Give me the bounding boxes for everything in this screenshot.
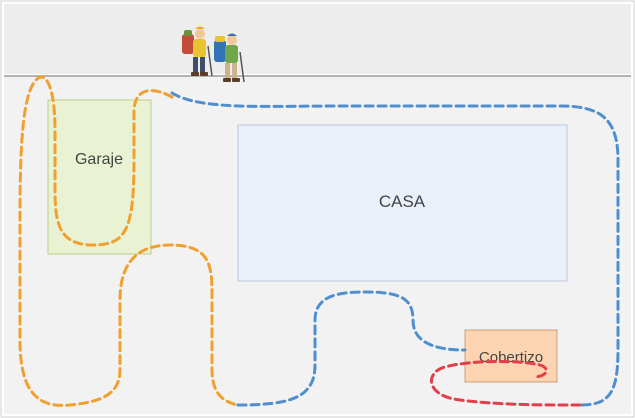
blue-route [170, 91, 620, 407]
hiker-2-icon [214, 33, 245, 83]
orange-route [18, 75, 240, 407]
hikers-icon [182, 26, 245, 83]
garage-label: Garaje [75, 151, 123, 168]
blue-route-inner [236, 290, 467, 407]
garage: Garaje [47, 99, 152, 255]
red-route [430, 360, 582, 407]
house-label: CASA [379, 192, 426, 211]
street [4, 4, 631, 74]
house: CASA [237, 124, 568, 282]
hiker-1-icon [182, 26, 213, 77]
